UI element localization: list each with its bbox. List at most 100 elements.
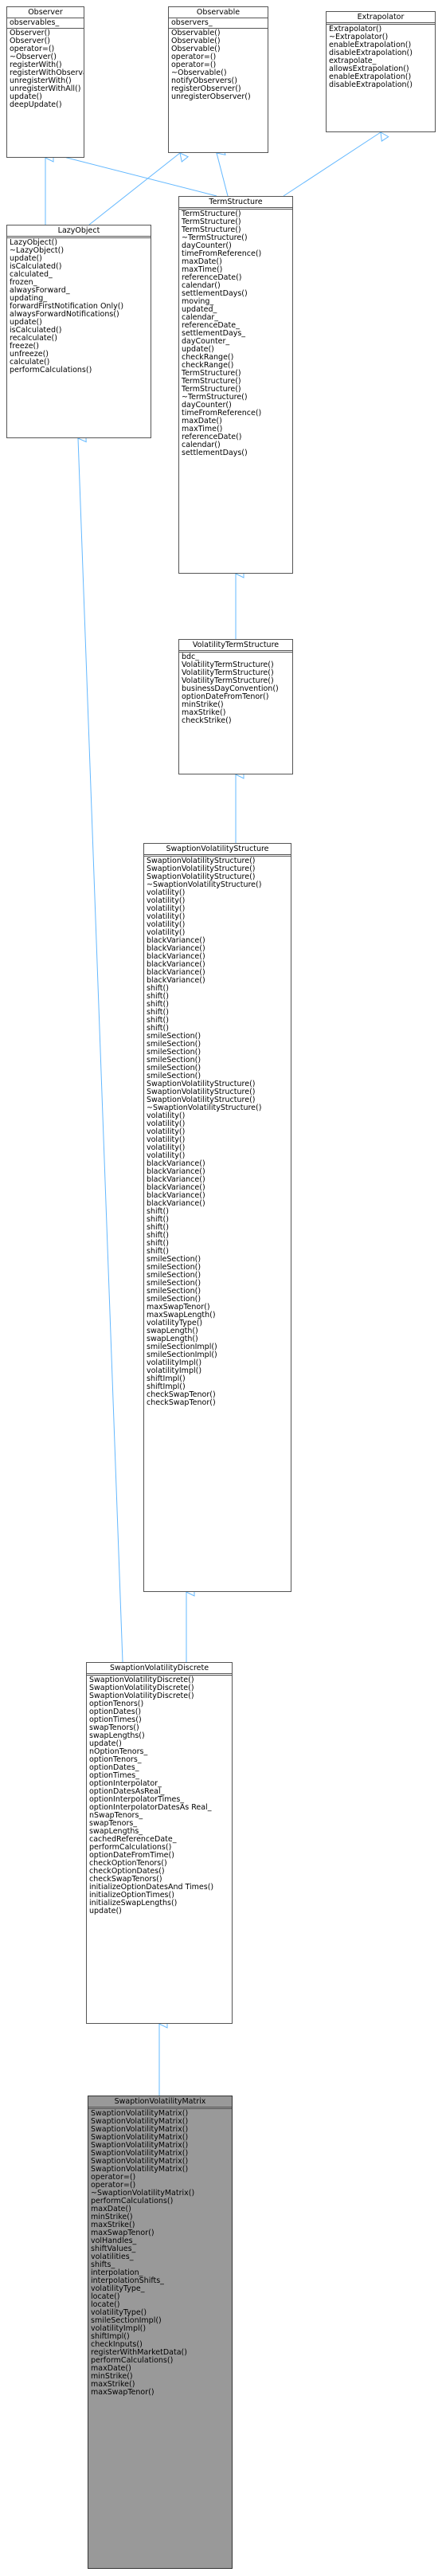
class-method: isCalculated() [10, 326, 62, 335]
class-method: optionDates_ [89, 1763, 139, 1772]
class-method: ~SwaptionVolatilityMatrix() [91, 2189, 195, 2198]
class-method: Observable() [171, 29, 221, 37]
class-method: initializeOptionTimes() [89, 1891, 174, 1900]
class-method: volatilities_ [91, 2253, 134, 2261]
class-method: forwardFirstNotification Only() [10, 302, 124, 311]
class-method: Observer() [10, 29, 50, 37]
class-divider [169, 28, 268, 29]
method-list-extrapolator: Extrapolator() ~Extrapolator() enableExt… [327, 25, 435, 89]
class-method: deepUpdate() [10, 100, 62, 109]
class-method: volatility() [147, 1143, 186, 1152]
class-method: frozen_ [10, 278, 37, 287]
method-list-observable: Observable() Observable() Observable() o… [169, 29, 268, 101]
class-method: nSwapTenors_ [89, 1811, 143, 1820]
class-method: maxStrike() [91, 2221, 135, 2229]
class-divider [179, 209, 292, 210]
method-list-swaptionvolatilitydiscrete: SwaptionVolatilityDiscrete() SwaptionVol… [87, 1676, 232, 1915]
class-method: ~Observable() [171, 69, 227, 77]
class-method: shift() [147, 1239, 169, 1248]
class-method: blackVariance() [147, 1175, 205, 1184]
class-box-swaptionvolatilitymatrix[interactable]: SwaptionVolatilityMatrix SwaptionVolatil… [88, 2096, 233, 2569]
class-method: shiftImpl() [147, 1382, 186, 1391]
class-divider [7, 237, 151, 238]
method-list-swaptionvolatilitymatrix: SwaptionVolatilityMatrix() SwaptionVolat… [88, 2110, 232, 2397]
class-method: shift() [147, 1223, 169, 1232]
class-method: TermStructure() [182, 225, 241, 234]
class-method: TermStructure() [182, 210, 241, 218]
class-method: calculate() [10, 358, 50, 367]
class-method: checkSwapTenor() [147, 1398, 216, 1407]
class-method: ~SwaptionVolatilityStructure() [147, 880, 262, 889]
class-method: ~Observer() [10, 53, 57, 61]
class-method: SwaptionVolatilityStructure() [147, 1080, 256, 1088]
class-method: SwaptionVolatilityMatrix() [91, 2165, 189, 2174]
class-method: maxSwapLength() [147, 1311, 216, 1319]
class-method: SwaptionVolatilityMatrix() [91, 2109, 189, 2118]
class-method: referenceDate() [182, 273, 242, 282]
class-box-lazyobject[interactable]: LazyObject LazyObject() ~LazyObject() up… [6, 225, 151, 438]
class-method: smileSection() [147, 1271, 201, 1280]
method-list-termstructure: TermStructure() TermStructure() TermStru… [179, 210, 292, 457]
class-method: unfreeze() [10, 350, 49, 359]
class-method: blackVariance() [147, 960, 205, 969]
class-method: businessDayConvention() [182, 684, 279, 693]
class-method: maxSwapTenor() [147, 1303, 210, 1312]
class-method: update() [182, 345, 214, 354]
class-method: TermStructure() [182, 218, 241, 226]
class-box-termstructure[interactable]: TermStructure TermStructure() TermStruct… [178, 196, 293, 574]
class-method: settlementDays_ [182, 329, 246, 338]
class-method: SwaptionVolatilityStructure() [147, 1096, 256, 1104]
class-method: ~SwaptionVolatilityStructure() [147, 1104, 262, 1112]
class-method: referenceDate_ [182, 321, 240, 330]
class-method: blackVariance() [147, 1191, 205, 1200]
class-box-swaptionvolatilitystructure[interactable]: SwaptionVolatilityStructure SwaptionVola… [143, 843, 291, 1592]
class-method: volatility() [147, 1127, 186, 1136]
class-name-swaptionvolatilitydiscrete: SwaptionVolatilityDiscrete [109, 1664, 209, 1672]
class-method: registerObserver() [171, 84, 241, 93]
class-method: checkSwapTenor() [147, 1390, 216, 1399]
class-method: performCalculations() [91, 2356, 174, 2365]
class-name-volatilitytermstructure: VolatilityTermStructure [192, 641, 280, 649]
class-method: optionInterpolator_ [89, 1779, 162, 1788]
method-list-observer: Observer() Observer() operator=() ~Obser… [7, 29, 84, 109]
class-method: optionInterpolatorDatesAs Real_ [89, 1803, 212, 1812]
class-method: SwaptionVolatilityMatrix() [91, 2157, 189, 2166]
class-method: volatility() [147, 1135, 186, 1144]
class-box-observer[interactable]: Observer observables_ Observer() Observe… [6, 6, 84, 158]
class-method: dayCounter_ [182, 337, 230, 346]
class-name-observer: Observer [28, 8, 63, 17]
class-box-extrapolator[interactable]: Extrapolator Extrapolator() ~Extrapolato… [326, 11, 436, 132]
class-method: shifts_ [91, 2260, 115, 2269]
class-method: volatility() [147, 920, 186, 929]
class-method: blackVariance() [147, 1183, 205, 1192]
class-method: settlementDays() [182, 449, 248, 457]
edge-termstructure-observable [217, 153, 229, 197]
class-method: volatility() [147, 928, 186, 937]
class-method: updated_ [182, 305, 217, 314]
class-method: unregisterObserver() [171, 92, 251, 101]
class-method: volatilityType() [147, 1319, 203, 1327]
class-method: registerWithObservables() [10, 69, 84, 77]
edge-termstructure-extrapolator [283, 132, 381, 197]
class-method: SwaptionVolatilityMatrix() [91, 2125, 189, 2134]
class-method: swapLength() [147, 1327, 198, 1335]
class-box-observable[interactable]: Observable observers_ Observable() Obser… [168, 6, 268, 153]
class-method: cachedReferenceDate_ [89, 1835, 177, 1844]
class-method: SwaptionVolatilityMatrix() [91, 2141, 189, 2150]
class-method: extrapolate_ [329, 57, 377, 65]
class-method: performCalculations() [91, 2197, 174, 2205]
class-box-swaptionvolatilitydiscrete[interactable]: SwaptionVolatilityDiscrete SwaptionVolat… [86, 1662, 233, 2024]
class-method: volatilityType_ [91, 2284, 145, 2293]
class-method: moving_ [182, 297, 214, 306]
class-method: calendar() [182, 441, 221, 449]
class-method: shiftImpl() [147, 1374, 186, 1383]
class-method: update() [10, 92, 42, 101]
class-method: smileSection() [147, 1040, 201, 1049]
class-box-volatilitytermstructure[interactable]: VolatilityTermStructure bdc_ VolatilityT… [178, 639, 293, 774]
class-method: smileSectionImpl() [91, 2316, 162, 2325]
class-divider [327, 24, 435, 25]
class-method: performCalculations() [10, 366, 92, 374]
class-method: minStrike() [91, 2213, 133, 2221]
class-method: shift() [147, 1024, 169, 1033]
edge-swaptionvolatilitydiscrete-lazyobject [78, 438, 123, 1663]
